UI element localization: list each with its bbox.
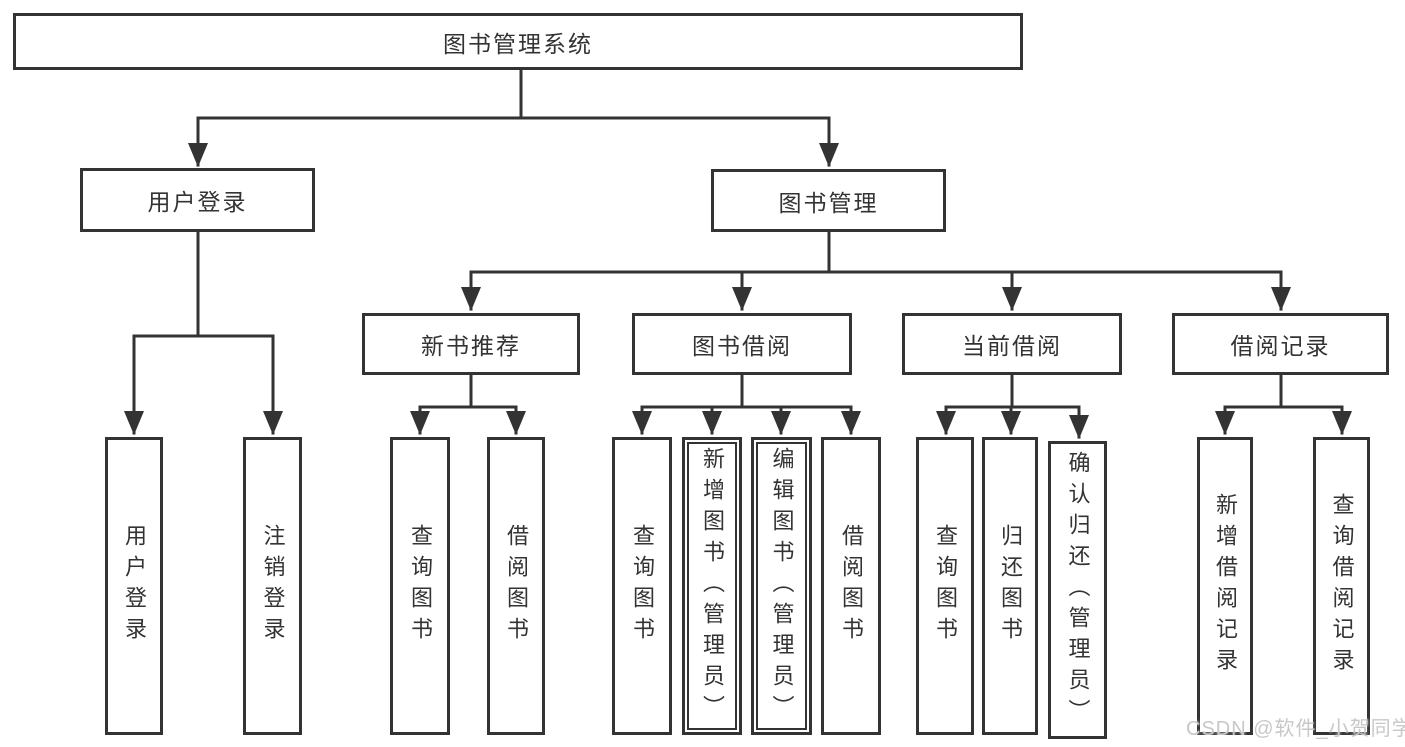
node-book-management: 图书管理 <box>711 169 946 232</box>
leaf-query-books-borrowing: 查询图书 <box>612 437 672 735</box>
leaf-query-books-recommend: 查询图书 <box>390 437 450 735</box>
leaf-add-books-admin: 新增图书（管理员） <box>682 437 742 735</box>
node-book-borrowing: 图书借阅 <box>632 313 852 375</box>
leaf-add-borrow-record: 新增借阅记录 <box>1197 437 1253 735</box>
node-new-book-recommend: 新书推荐 <box>362 313 580 375</box>
node-current-borrowing: 当前借阅 <box>902 313 1122 375</box>
node-user-login: 用户登录 <box>80 168 315 232</box>
leaf-query-borrow-record: 查询借阅记录 <box>1313 437 1370 735</box>
node-borrowing-records: 借阅记录 <box>1172 313 1389 375</box>
leaf-user-login: 用户登录 <box>105 437 163 735</box>
root-node-library-system: 图书管理系统 <box>13 13 1023 70</box>
leaf-edit-books-admin: 编辑图书（管理员） <box>751 437 812 735</box>
leaf-return-books: 归还图书 <box>982 437 1038 735</box>
leaf-borrow-books-recommend: 借阅图书 <box>487 437 545 735</box>
leaf-confirm-return-admin: 确认归还（管理员） <box>1048 441 1107 739</box>
leaf-borrow-books: 借阅图书 <box>821 437 881 735</box>
csdn-watermark: CSDN @软件_小贺同学 <box>1186 718 1405 740</box>
leaf-logout: 注销登录 <box>243 437 302 735</box>
connector-paths <box>124 68 1352 439</box>
leaf-query-books-current: 查询图书 <box>916 437 974 735</box>
